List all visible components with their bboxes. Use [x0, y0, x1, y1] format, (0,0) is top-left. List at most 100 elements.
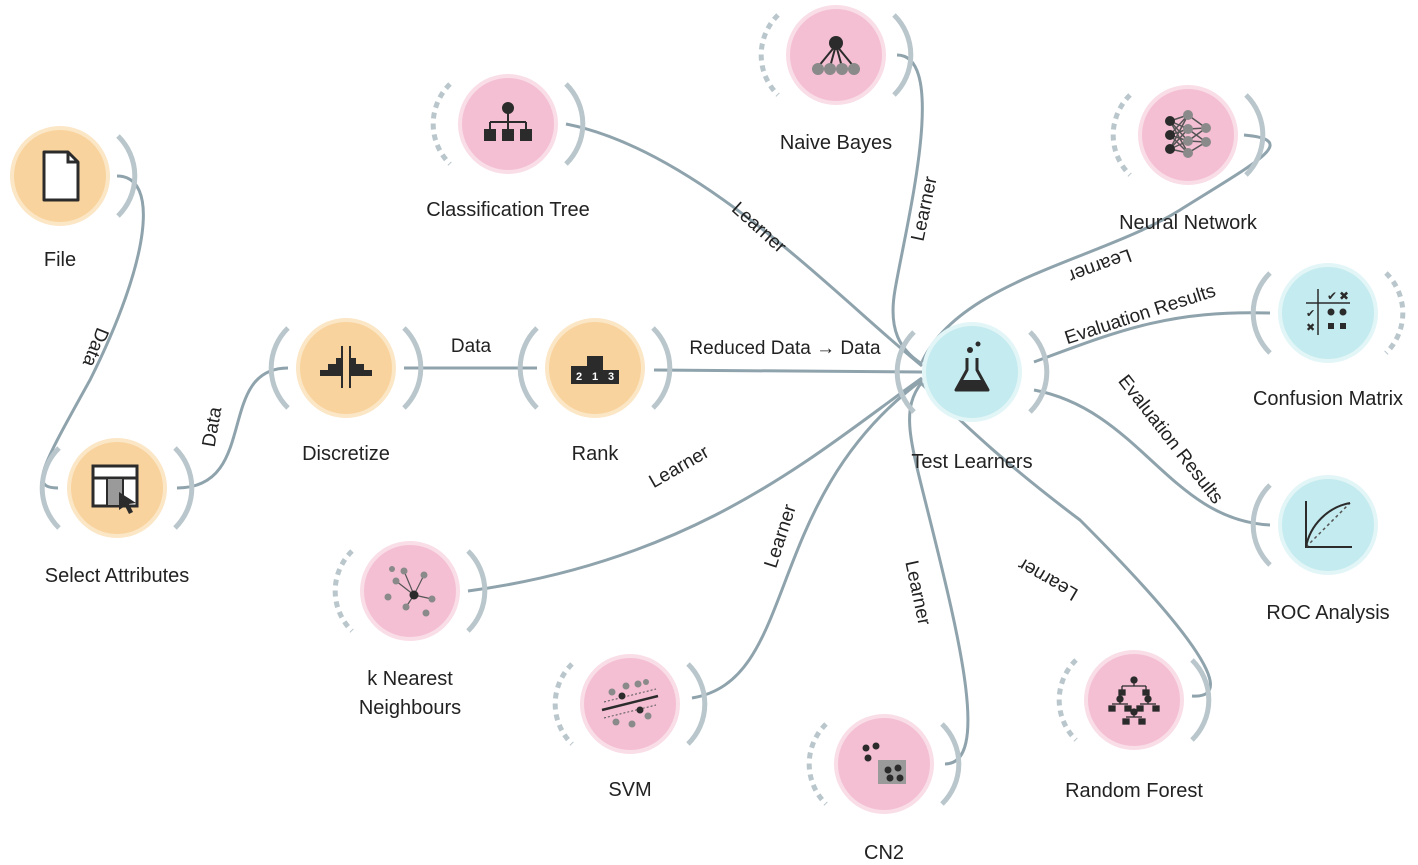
output-port[interactable]	[1028, 330, 1050, 414]
input-port[interactable]	[39, 446, 61, 530]
node-label-test-learners: Test Learners	[911, 451, 1032, 473]
input-port[interactable]	[430, 82, 452, 166]
link-label-discretize-rank: Data	[451, 336, 492, 357]
node-label-rank: Rank	[572, 443, 620, 465]
node-label-classification-tree: Classification Tree	[426, 199, 589, 221]
node-label-roc-analysis: ROC Analysis	[1266, 602, 1389, 624]
link-bayes-test[interactable]	[891, 53, 924, 366]
input-port[interactable]	[517, 326, 539, 410]
node-discretize[interactable]: Discretize	[268, 318, 424, 465]
svg-text:✔: ✔	[1306, 307, 1315, 320]
neural-network-icon	[1165, 110, 1211, 158]
input-port[interactable]	[758, 13, 780, 97]
node-label-select-attributes: Select Attributes	[45, 565, 190, 587]
node-label-discretize: Discretize	[302, 443, 390, 465]
svg-text:1: 1	[592, 371, 598, 383]
input-port[interactable]	[1056, 658, 1078, 742]
output-port[interactable]	[402, 326, 424, 410]
node-select-attributes[interactable]: Select Attributes	[39, 438, 195, 587]
knn-icon	[384, 566, 436, 617]
link-label-test-roc: Evaluation Results	[1114, 371, 1227, 508]
node-rank[interactable]: 2 1 3 Rank	[517, 318, 673, 465]
output-port[interactable]	[116, 134, 138, 218]
output-port[interactable]	[686, 662, 708, 746]
output-port[interactable]	[1244, 93, 1266, 177]
link-label-rank-test: Reduced Data → Data	[689, 338, 881, 359]
output-port[interactable]	[564, 82, 586, 166]
svg-text:3: 3	[608, 371, 614, 383]
link-rank-test[interactable]	[653, 368, 923, 374]
node-label-naive-bayes: Naive Bayes	[780, 132, 892, 154]
node-file[interactable]: File	[10, 126, 138, 271]
link-select-discretize[interactable]	[176, 366, 289, 490]
input-port[interactable]	[332, 549, 354, 633]
link-label-svm-test: Learner	[761, 501, 801, 570]
link-label-tree-test: Learner	[727, 198, 790, 258]
node-svm[interactable]: SVM	[552, 654, 708, 801]
output-port[interactable]	[651, 326, 673, 410]
link-label-rf-test: Learner	[1014, 553, 1082, 604]
link-svm-test[interactable]	[691, 378, 923, 700]
node-confusion-matrix[interactable]: ✔ ✖ ✔ ✖ Confusion Matrix	[1250, 263, 1406, 410]
node-test-learners[interactable]: Test Learners	[894, 322, 1050, 473]
rank-podium-icon: 2 1 3	[571, 356, 619, 384]
link-rf-test[interactable]	[920, 382, 1212, 698]
input-port[interactable]	[1110, 93, 1132, 177]
input-port[interactable]	[1250, 483, 1272, 567]
node-classification-tree[interactable]: Classification Tree	[426, 74, 590, 221]
confusion-matrix-icon: ✔ ✖ ✔ ✖	[1306, 289, 1350, 335]
svm-icon	[601, 679, 659, 728]
tree-icon	[484, 102, 532, 141]
node-neural-network[interactable]: Neural Network	[1110, 85, 1266, 234]
node-label-cn2: CN2	[864, 842, 904, 864]
link-tree-test[interactable]	[565, 122, 923, 368]
node-roc-analysis[interactable]: ROC Analysis	[1250, 475, 1390, 624]
input-port[interactable]	[552, 662, 574, 746]
links	[41, 53, 1272, 766]
link-knn-test[interactable]	[467, 376, 923, 593]
link-label-bayes-test: Learner	[908, 174, 942, 243]
input-port[interactable]	[268, 326, 290, 410]
link-cn2-test[interactable]	[908, 381, 970, 766]
input-port[interactable]	[1250, 271, 1272, 355]
node-label-svm: SVM	[608, 779, 651, 801]
output-port[interactable]	[173, 446, 195, 530]
cn2-rules-icon	[862, 742, 906, 784]
node-cn2[interactable]: CN2	[806, 714, 962, 864]
link-test-roc[interactable]	[1033, 388, 1271, 527]
svg-text:2: 2	[576, 371, 582, 383]
select-columns-icon	[91, 464, 139, 514]
bayes-network-icon	[812, 36, 860, 75]
link-labels: Data Data Data Reduced Data → Data Learn…	[78, 174, 1227, 628]
node-knn[interactable]: k Nearest Neighbours	[332, 541, 488, 719]
node-label-neural-network: Neural Network	[1119, 212, 1258, 234]
input-port[interactable]	[894, 330, 916, 414]
link-label-knn-test: Learner	[646, 441, 714, 492]
output-port[interactable]	[466, 549, 488, 633]
input-port[interactable]	[806, 722, 828, 806]
output-port[interactable]	[1384, 271, 1406, 355]
output-port[interactable]	[1190, 658, 1212, 742]
link-label-select-discretize: Data	[199, 405, 227, 449]
node-label-knn-line1: k Nearest	[367, 668, 453, 690]
node-naive-bayes[interactable]: Naive Bayes	[758, 5, 914, 154]
discretize-icon	[320, 346, 372, 388]
node-label-knn-line2: Neighbours	[359, 697, 461, 719]
node-random-forest[interactable]: Random Forest	[1056, 650, 1212, 802]
link-test-confusion[interactable]	[1033, 311, 1271, 364]
output-port[interactable]	[892, 13, 914, 97]
flask-icon	[954, 341, 990, 392]
link-label-nn-test: Learner	[1065, 244, 1134, 286]
link-nn-test[interactable]	[920, 133, 1272, 363]
link-label-cn2-test: Learner	[900, 559, 934, 628]
link-label-file-select: Data	[78, 325, 113, 370]
svg-text:✔: ✔	[1327, 289, 1337, 303]
svg-text:✖: ✖	[1306, 321, 1315, 334]
node-label-confusion-matrix: Confusion Matrix	[1253, 388, 1403, 410]
svg-text:✖: ✖	[1339, 289, 1349, 303]
output-port[interactable]	[940, 722, 962, 806]
roc-curve-icon	[1305, 501, 1352, 548]
node-label-file: File	[44, 249, 76, 271]
random-forest-icon	[1108, 676, 1160, 725]
